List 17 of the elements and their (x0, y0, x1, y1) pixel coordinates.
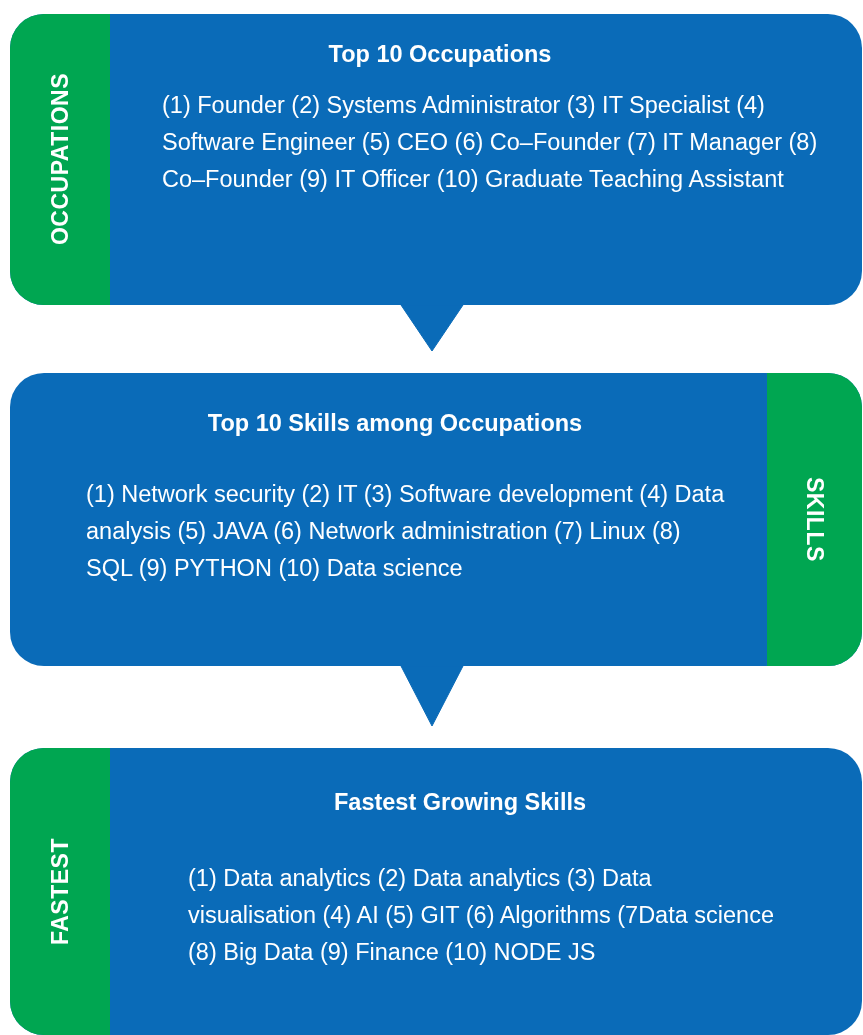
tab-label: FASTEST (46, 838, 74, 945)
info-panel (10, 14, 862, 305)
info-panel (10, 373, 862, 666)
panel-text: (1) Founder (2) Systems Administrator (3) IT Specialist (4) Software Engineer (5) CEO (6) Co–Founder (7) IT Manager (8) Co–Founder (9) IT Officer (10) Graduate Teaching Assistant (162, 91, 819, 194)
panel-title: Fastest Growing Skills (332, 788, 587, 817)
panel-title: Top 10 Skills among Occupations (206, 409, 584, 438)
side-tab (767, 373, 862, 666)
tab-label: SKILLS (801, 477, 828, 562)
side-tab (10, 748, 110, 1035)
pointer-arrow (400, 665, 464, 727)
info-panel (10, 748, 862, 1035)
pointer-arrow (400, 304, 464, 352)
panel-title: Top 10 Occupations (327, 40, 553, 69)
panel-text: (1) Data analytics (2) Data analytics (3) Data visualisation (4) AI (5) GIT (6) Algorithms (7Data science (8) Big Data (9) Finance (10) NODE JS (188, 864, 775, 967)
panel-text: (1) Network security (2) IT (3) Software development (4) Data analysis (5) JAVA (6) Network administration (7) Linux (8) SQL (9) PYTHON (10) Data science (86, 480, 726, 583)
tab-label: OCCUPATIONS (46, 73, 74, 246)
side-tab (10, 14, 110, 305)
